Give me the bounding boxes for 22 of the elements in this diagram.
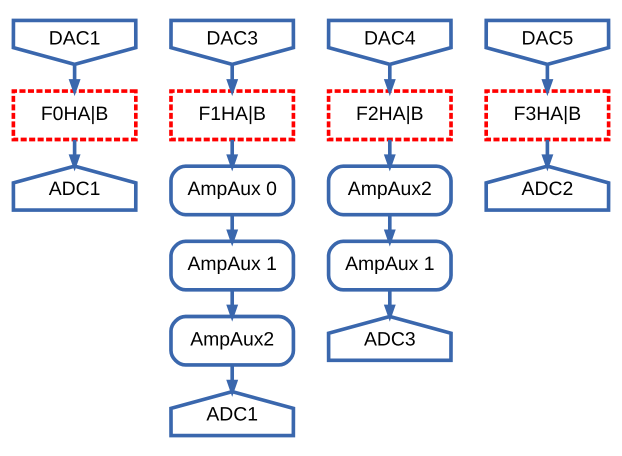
- arrow: [384, 290, 396, 322]
- node-box: AmpAux 1: [169, 240, 296, 292]
- node-box: AmpAux 0: [169, 164, 296, 216]
- arrow: [384, 215, 396, 246]
- node-box: AmpAux2: [326, 164, 453, 216]
- node-box: F2HA|B: [326, 89, 453, 142]
- arrow: [68, 64, 81, 96]
- node-box: AmpAux 1: [326, 240, 453, 292]
- arrow: [68, 140, 81, 172]
- node-box: F0HA|B: [12, 89, 138, 142]
- arrow: [226, 140, 238, 172]
- arrow: [226, 215, 238, 246]
- arrow: [541, 64, 554, 96]
- node-box: F3HA|B: [484, 89, 610, 142]
- arrow: [226, 365, 238, 397]
- arrow: [226, 64, 238, 96]
- arrow: [541, 140, 554, 172]
- node-box: AmpAux2: [169, 314, 296, 367]
- arrow: [226, 290, 238, 322]
- arrow: [384, 64, 396, 96]
- node-box: F1HA|B: [169, 89, 296, 142]
- arrow: [384, 140, 396, 172]
